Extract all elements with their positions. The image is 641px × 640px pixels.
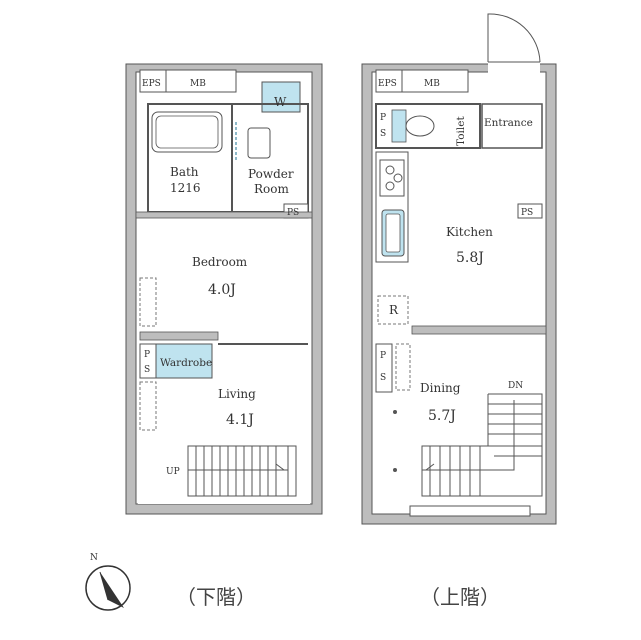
kitchen-size-label: 5.8J xyxy=(456,250,484,266)
lower-ps-p-label: P xyxy=(144,350,150,360)
lower-ps-s-label: S xyxy=(144,365,150,375)
wardrobe-area xyxy=(155,343,213,379)
living-label: Living xyxy=(218,387,256,401)
lower-staircase xyxy=(187,445,297,497)
lower-floor-plan xyxy=(125,63,323,515)
dining-label: Dining xyxy=(420,381,461,395)
bedroom-label: Bedroom xyxy=(192,255,248,269)
dining-size-label: 5.7J xyxy=(428,408,456,424)
entrance-door-swing xyxy=(487,13,541,63)
kitchen-label: Kitchen xyxy=(446,225,493,239)
living-size-label: 4.1J xyxy=(226,412,254,428)
up-label: UP xyxy=(166,467,180,477)
upper-floor-plan xyxy=(361,13,557,525)
bath-label: Bath xyxy=(170,165,199,179)
upper-ps2-s-label: S xyxy=(380,373,386,383)
powder-room-label-2: Room xyxy=(254,182,289,196)
washer-label: W xyxy=(274,95,287,109)
lower-ps-label: PS xyxy=(287,208,299,218)
upper-ps-s-label: S xyxy=(380,129,386,139)
lower-eps-label: EPS xyxy=(142,79,161,89)
upper-mb-label: MB xyxy=(424,79,440,89)
fridge-label: R xyxy=(389,303,399,317)
wardrobe-label: Wardrobe xyxy=(160,357,212,369)
entrance-label: Entrance xyxy=(484,117,533,129)
toilet-bowl xyxy=(405,115,435,137)
washer-space xyxy=(261,81,301,113)
lower-bottom-recess xyxy=(138,498,310,504)
upper-staircase xyxy=(421,393,543,497)
bath-size-label: 1216 xyxy=(170,181,201,195)
bathtub xyxy=(151,111,223,153)
kitchen-ps-label: PS xyxy=(521,208,533,218)
north-compass-icon xyxy=(85,565,131,611)
upper-eps-label: EPS xyxy=(378,79,397,89)
stove-icon xyxy=(379,159,405,197)
north-label: N xyxy=(90,553,98,563)
powder-room-label: Powder xyxy=(248,167,294,181)
toilet-label: Toilet xyxy=(455,116,467,146)
bedroom-size-label: 4.0J xyxy=(208,282,236,298)
dn-label: DN xyxy=(508,381,523,391)
lower-outer-wall xyxy=(125,63,323,515)
lower-floor-caption: （下階） xyxy=(176,585,256,609)
upper-floor-caption: （上階） xyxy=(420,585,500,609)
lower-mb-label: MB xyxy=(190,79,206,89)
upper-ps2-p-label: P xyxy=(380,351,386,361)
washbasin xyxy=(247,127,271,159)
upper-ps-p-label: P xyxy=(380,113,386,123)
